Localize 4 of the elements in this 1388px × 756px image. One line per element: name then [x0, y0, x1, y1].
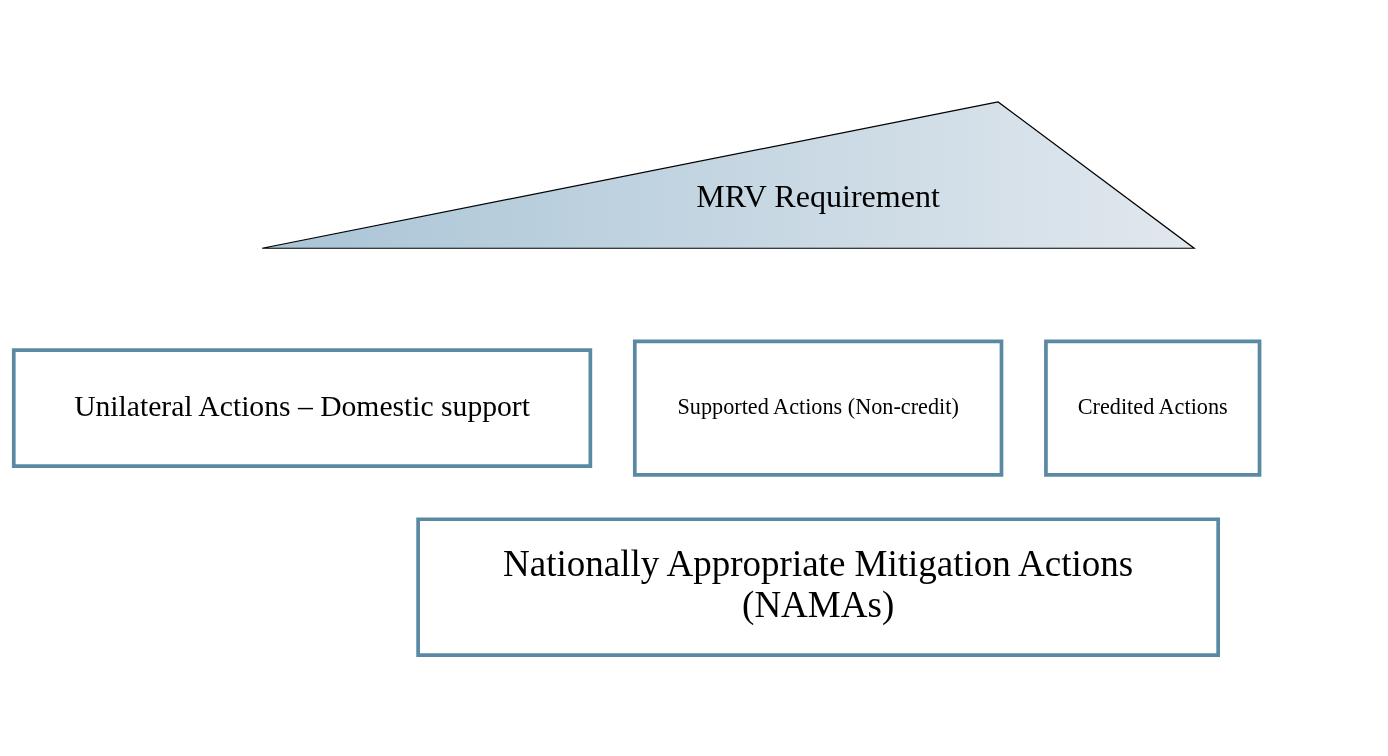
node-box: Unilateral Actions – Domestic support — [11, 347, 593, 468]
node-box: Nationally Appropriate Mitigation Actions (NAMAs) — [416, 516, 1220, 657]
node-box: Supported Actions (Non-credit) — [632, 339, 1004, 477]
node-box: Credited Actions — [1044, 339, 1262, 477]
